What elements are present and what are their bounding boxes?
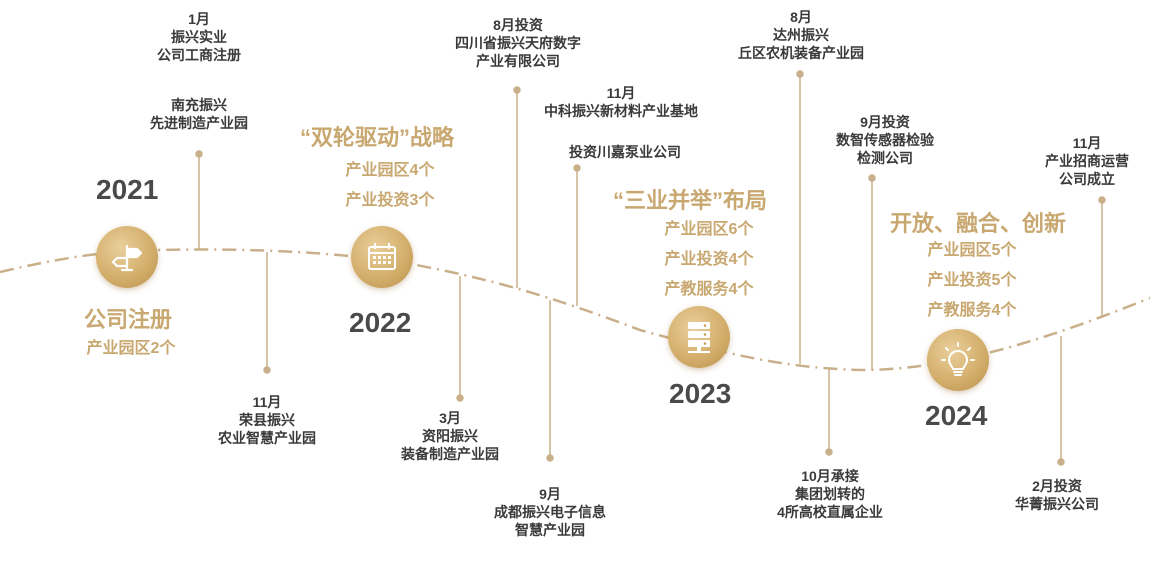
stat-education-2023: 产教服务4个: [664, 281, 754, 298]
event-line: 丘区农机装备产业园: [738, 45, 864, 61]
calendar-icon: [368, 243, 396, 270]
event-line: 公司工商注册: [157, 47, 241, 63]
event-line: 8月投资: [493, 17, 543, 33]
connector-dot-e12: [1098, 196, 1106, 204]
event-sensor-testing: 9月投资 数智传感器检验 检测公司: [815, 113, 955, 167]
event-line: 10月承接: [801, 468, 859, 484]
event-line: 11月: [252, 394, 282, 410]
year-2024: 2024: [925, 400, 988, 431]
stats-2021: 产业园区2个: [76, 334, 186, 364]
event-university-enterprises: 10月承接 集团划转的 4所高校直属企业: [755, 467, 905, 521]
timeline-path: [0, 248, 1150, 372]
stat-parks-2022: 产业园区4个: [345, 162, 435, 179]
event-line: 4所高校直属企业: [777, 504, 883, 520]
event-nanchong-park: 南充振兴 先进制造产业园: [134, 96, 264, 132]
event-line: 公司成立: [1059, 171, 1115, 187]
event-line: 9月投资: [860, 114, 910, 130]
event-line: 四川省振兴天府数字: [455, 35, 581, 51]
event-line: 检测公司: [857, 150, 913, 166]
milestone-2023-circle: [668, 306, 730, 368]
event-line: 8月: [790, 9, 812, 25]
event-line: 3月: [439, 410, 461, 426]
event-investment-company: 11月 产业招商运营 公司成立: [1027, 134, 1147, 188]
event-rongxian-park: 11月 荣县振兴 农业智慧产业园: [197, 393, 337, 447]
connector-dot-e8: [573, 164, 581, 172]
event-line: 1月: [188, 11, 210, 27]
event-line: 11月: [606, 85, 636, 101]
year-2021: 2021: [96, 174, 159, 205]
theme-2024: 开放、融合、创新: [890, 211, 1067, 236]
stat-parks-2024: 产业园区5个: [927, 242, 1017, 259]
event-line: 产业有限公司: [476, 53, 560, 69]
event-line: 11月: [1072, 135, 1102, 151]
stat-investments-2023: 产业投资4个: [664, 251, 754, 268]
event-zhongke-base: 11月 中科振兴新材料产业基地: [526, 84, 716, 120]
connector-dot-e11: [868, 174, 876, 182]
event-line: 振兴实业: [171, 29, 227, 45]
theme-2022: “双轮驱动”战略: [300, 125, 455, 150]
event-line: 装备制造产业园: [401, 446, 499, 462]
event-line: 农业智慧产业园: [218, 430, 316, 446]
connector-dot-e4: [456, 394, 464, 402]
connector-dot-e3: [263, 366, 271, 374]
lightbulb-icon: [941, 342, 975, 376]
event-line: 达州振兴: [773, 27, 829, 43]
event-huajing: 2月投资 华菁振兴公司: [997, 477, 1117, 513]
connector-dot-e9: [796, 70, 804, 78]
connector-dot-e6: [546, 454, 554, 462]
stats-2022: 产业园区4个 产业投资3个: [335, 156, 445, 216]
stats-2023: 产业园区6个 产业投资4个 产教服务4个: [654, 215, 764, 305]
stat-investments-2022: 产业投资3个: [345, 192, 435, 209]
event-registration: 1月 振兴实业 公司工商注册: [139, 10, 259, 64]
milestone-2024-circle: [927, 329, 989, 391]
event-line: 9月: [539, 486, 561, 502]
stats-2024: 产业园区5个 产业投资5个 产教服务4个: [917, 236, 1027, 326]
server-icon: [688, 322, 710, 353]
event-line: 华菁振兴公司: [1015, 496, 1099, 512]
event-line: 2月投资: [1032, 478, 1082, 494]
event-line: 集团划转的: [795, 486, 865, 502]
event-ziyang-park: 3月 资阳振兴 装备制造产业园: [385, 409, 515, 463]
theme-2021: 公司注册: [84, 307, 173, 332]
event-line: 南充振兴: [171, 97, 227, 113]
event-dazhou-park: 8月 达州振兴 丘区农机装备产业园: [721, 8, 881, 62]
theme-2023: “三业并举”布局: [613, 188, 768, 213]
stat-parks-2023: 产业园区6个: [664, 221, 754, 238]
event-line: 数智传感器检验: [836, 132, 934, 148]
event-line: 投资川嘉泵业公司: [569, 144, 681, 160]
stat-investments-2024: 产业投资5个: [927, 272, 1017, 289]
event-line: 资阳振兴: [422, 428, 478, 444]
event-line: 荣县振兴: [239, 412, 295, 428]
stat-parks-2021: 产业园区2个: [86, 340, 176, 357]
event-connectors: [195, 70, 1106, 466]
event-line: 成都振兴电子信息: [494, 504, 606, 520]
signpost-icon: [111, 244, 143, 272]
connector-dot-e13: [1057, 458, 1065, 466]
milestone-2021-circle: [96, 226, 158, 288]
connector-dot-e10: [825, 448, 833, 456]
event-chuanjia-pump: 投资川嘉泵业公司: [550, 143, 700, 161]
event-line: 中科振兴新材料产业基地: [544, 103, 698, 119]
event-line: 先进制造产业园: [150, 115, 248, 131]
event-line: 产业招商运营: [1045, 153, 1129, 169]
event-chengdu-park: 9月 成都振兴电子信息 智慧产业园: [475, 485, 625, 539]
year-2023: 2023: [669, 378, 732, 409]
stat-education-2024: 产教服务4个: [927, 302, 1017, 319]
event-tianfu-digital: 8月投资 四川省振兴天府数字 产业有限公司: [438, 16, 598, 70]
year-2022: 2022: [349, 307, 412, 338]
event-line: 智慧产业园: [515, 522, 585, 538]
connector-dot-e2: [195, 150, 203, 158]
milestone-2022-circle: [351, 226, 413, 288]
connector-dot-e5: [513, 86, 521, 94]
